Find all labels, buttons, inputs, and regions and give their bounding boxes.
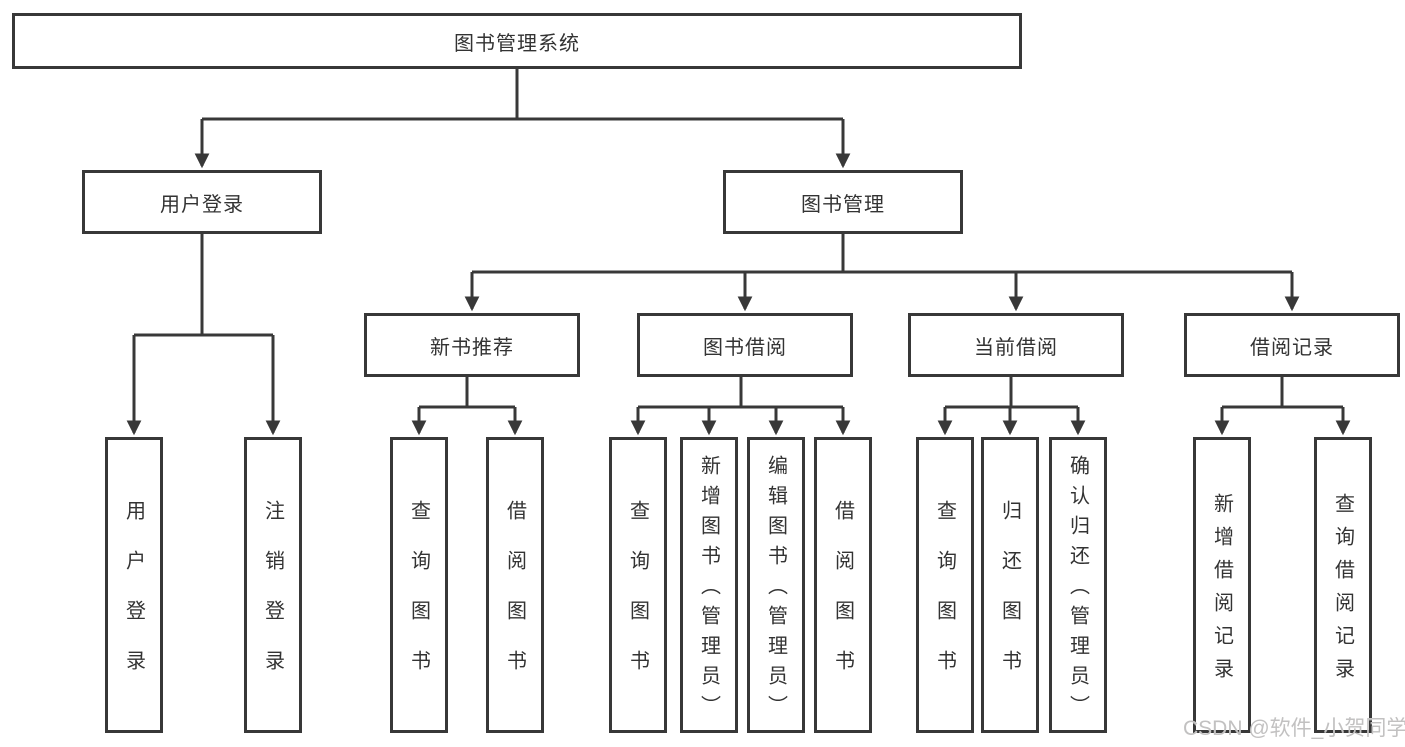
edge-records-bar [1222,377,1343,409]
leaf-query-books-recommend-label: 查询图书 [407,500,430,700]
leaf-query-books-current-label: 查询图书 [933,500,956,700]
edge-borrow-bar [638,377,843,409]
node-user-login: 用户登录 [82,170,322,234]
node-user-login-label: 用户登录 [160,193,244,216]
leaf-edit-book-admin: 编辑图书（管理员） [747,437,805,733]
leaf-add-borrow-record-label: 新增借阅记录 [1210,492,1233,691]
leaf-return-book-label: 归还图书 [998,500,1021,700]
leaf-borrow-books-recommend: 借阅图书 [486,437,544,733]
node-root-label: 图书管理系统 [454,32,580,55]
edge-current-bar [945,377,1078,409]
leaf-query-borrow-record: 查询借阅记录 [1314,437,1372,733]
node-root: 图书管理系统 [12,13,1022,69]
leaf-logout: 注销登录 [244,437,302,733]
node-borrow-records: 借阅记录 [1184,313,1400,377]
node-book-management-label: 图书管理 [801,193,885,216]
leaf-user-login-label: 用户登录 [122,500,145,700]
node-current-borrow-label: 当前借阅 [974,336,1058,359]
edge-user-bar [134,234,273,337]
leaf-query-books-borrow: 查询图书 [609,437,667,733]
leaf-borrow-books-label: 借阅图书 [831,500,854,700]
node-current-borrow: 当前借阅 [908,313,1124,377]
leaf-query-books-current: 查询图书 [916,437,974,733]
leaf-user-login: 用户登录 [105,437,163,733]
node-book-borrow: 图书借阅 [637,313,853,377]
node-new-book-recommend-label: 新书推荐 [430,336,514,359]
watermark-text: CSDN @软件_小贺同学 [1183,717,1405,740]
node-borrow-records-label: 借阅记录 [1250,336,1334,359]
leaf-logout-label: 注销登录 [261,500,284,700]
edge-recommend-bar [419,377,515,409]
leaf-add-borrow-record: 新增借阅记录 [1193,437,1251,733]
leaf-return-book: 归还图书 [981,437,1039,733]
node-book-borrow-label: 图书借阅 [703,336,787,359]
node-new-book-recommend: 新书推荐 [364,313,580,377]
leaf-edit-book-admin-label: 编辑图书（管理员） [764,455,787,725]
edge-mgmt-bar [472,234,1292,274]
leaf-borrow-books-recommend-label: 借阅图书 [503,500,526,700]
leaf-borrow-books: 借阅图书 [814,437,872,733]
leaf-confirm-return-admin-label: 确认归还（管理员） [1066,455,1089,725]
leaf-query-borrow-record-label: 查询借阅记录 [1331,492,1354,691]
node-book-management: 图书管理 [723,170,963,234]
leaf-add-book-admin: 新增图书（管理员） [680,437,738,733]
leaf-confirm-return-admin: 确认归还（管理员） [1049,437,1107,733]
edge-root-bar [202,69,843,121]
leaf-add-book-admin-label: 新增图书（管理员） [697,455,720,725]
leaf-query-books-borrow-label: 查询图书 [626,500,649,700]
leaf-query-books-recommend: 查询图书 [390,437,448,733]
